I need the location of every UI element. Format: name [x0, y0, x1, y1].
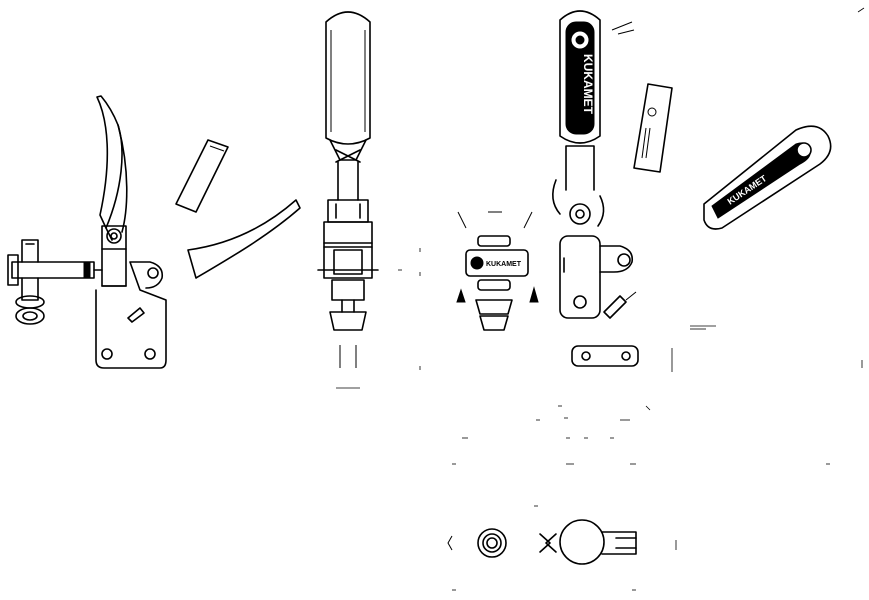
open-view-brand-plate: KUKAMET	[456, 211, 539, 331]
front-view-spindle-nut	[329, 311, 367, 331]
brand-plate	[465, 249, 529, 277]
front-view-clevis	[327, 199, 369, 223]
vertical-view-handle-grip	[565, 21, 595, 135]
vertical-view-lever-hole	[617, 253, 631, 267]
exploded-brand-strip	[633, 83, 673, 173]
exploded-clamp-bar	[187, 199, 301, 279]
side-view	[7, 95, 167, 369]
front-view-lower-link	[331, 279, 365, 301]
top-view-arm	[601, 531, 637, 555]
vertical-view-pivot	[569, 203, 591, 225]
side-view-mount-hole-1	[101, 348, 113, 360]
exploded-arm-parts	[175, 139, 301, 279]
side-view-mount-hole-2	[144, 348, 156, 360]
exploded-link-plate	[175, 139, 229, 213]
vertical-view-mount-hole-2	[621, 351, 631, 361]
vertical-view-handle-outline	[559, 10, 601, 144]
vertical-view-base	[571, 345, 639, 367]
brand-strip	[633, 83, 673, 173]
exploded-handle-grip: KUKAMET	[703, 125, 832, 230]
top-view-spindle-outer	[477, 528, 507, 558]
vertical-view-mount-hole-1	[581, 351, 591, 361]
side-view-spindle-pad	[15, 307, 45, 325]
side-view-spindle-bolt	[21, 239, 39, 301]
side-view-body	[95, 261, 167, 369]
front-view-body	[323, 221, 373, 279]
front-view-handle-grip	[325, 11, 371, 145]
handle-grip-body	[703, 125, 832, 230]
top-view	[447, 519, 637, 565]
vertical-view: KUKAMET	[552, 10, 639, 367]
brand-label-front: KUKAMET	[486, 261, 522, 268]
dimension-marks	[398, 7, 865, 591]
side-view-spindle-arm	[11, 261, 95, 279]
front-view	[317, 11, 379, 389]
side-view-handle-shaft	[105, 124, 128, 241]
side-view-pivot-pin	[106, 228, 122, 244]
vertical-brand-label: KUKAMET	[581, 54, 595, 115]
vertical-view-spring-pin	[603, 295, 627, 319]
vertical-view-body	[559, 235, 601, 319]
side-view-handle	[96, 95, 123, 229]
side-view-pivot-block	[101, 225, 127, 287]
brand-logo-icon	[470, 256, 484, 270]
open-view-pad	[479, 315, 509, 331]
side-view-spring-pin	[127, 307, 145, 323]
top-view-body	[559, 519, 605, 565]
